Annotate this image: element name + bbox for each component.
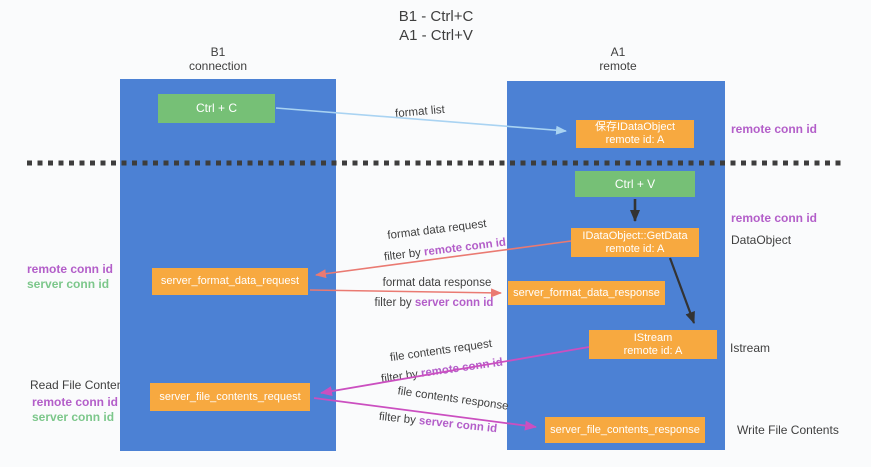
ctrl-c-label: Ctrl + C: [195, 101, 237, 115]
filter-by-text: filter by: [380, 367, 422, 386]
lane-a1-subtitle: remote: [599, 59, 637, 73]
title-line-2: A1 - Ctrl+V: [399, 27, 473, 44]
istream-line1: IStream: [633, 331, 673, 344]
lane-header-b1: B1 connection: [158, 45, 278, 73]
dataobject-label: DataObject: [731, 233, 792, 247]
diagram-title: B1 - Ctrl+C A1 - Ctrl+V: [316, 7, 556, 45]
filter-by-text: filter by: [378, 410, 420, 427]
read-file-contents-label: Read File Contents: [30, 378, 133, 392]
server-conn-id-label-left2: server conn id: [32, 410, 115, 424]
getdata-line2: remote id: A: [605, 242, 665, 255]
istream-box: IStream remote id: A: [589, 330, 717, 359]
server-format-data-response-box: server_format_data_response: [508, 281, 665, 305]
lane-b1-subtitle: connection: [188, 59, 248, 73]
remote-conn-id-label-left2: remote conn id: [32, 395, 119, 409]
filter-by-text: filter by: [374, 297, 415, 309]
istream-side-label: Istream: [730, 341, 771, 355]
server-conn-id-highlight: server conn id: [418, 415, 498, 436]
file-contents-response-annotation: file contents response: [396, 385, 510, 413]
format-data-request-annotation: format data request: [386, 217, 488, 243]
filter-by-text: filter by: [383, 246, 425, 264]
istream-line2: remote id: A: [623, 344, 683, 357]
ctrl-v-label: Ctrl + V: [614, 176, 656, 191]
remote-conn-id-label-left: remote conn id: [27, 262, 114, 276]
remote-conn-id-highlight: remote conn id: [423, 236, 507, 259]
server-conn-id-highlight: server conn id: [414, 297, 494, 309]
lane-header-a1: A1 remote: [558, 45, 678, 73]
write-file-contents-label: Write File Contents: [737, 423, 839, 437]
ctrl-v-box: Ctrl + V: [575, 171, 695, 197]
format-data-response-annotation: format data response: [382, 277, 492, 289]
conn-id-stack-mid: remote conn id server conn id: [27, 262, 113, 292]
server-file-contents-request-label: server_file_contents_request: [159, 390, 301, 403]
title-line-1: B1 - Ctrl+C: [398, 8, 474, 25]
server-format-data-request-label: server_format_data_request: [160, 275, 300, 287]
getdata-line1: IDataObject::GetData: [582, 229, 688, 242]
lane-b1-name: B1: [210, 45, 226, 59]
remote-conn-id-highlight: remote conn id: [420, 356, 504, 380]
format-data-response-arrow: [309, 288, 502, 298]
ctrl-c-box: Ctrl + C: [158, 94, 275, 123]
server-file-contents-response-box: server_file_contents_response: [545, 417, 705, 443]
filter-by-server-annotation-1: filter by server conn id: [375, 297, 494, 309]
save-idataobject-line2: remote id: A: [605, 134, 665, 146]
filter-by-server-annotation-2: filter by server conn id: [378, 411, 497, 435]
server-format-data-request-box: server_format_data_request: [152, 268, 308, 295]
remote-conn-id-label-mid: remote conn id: [731, 211, 818, 225]
save-idataobject-line1: 保存IDataObject: [594, 121, 676, 133]
server-conn-id-label-left: server conn id: [27, 277, 110, 291]
idataobject-getdata-box: IDataObject::GetData remote id: A: [571, 228, 699, 257]
server-file-contents-response-label: server_file_contents_response: [550, 423, 700, 436]
lane-a1-name: A1: [610, 45, 626, 59]
server-format-data-response-label: server_format_data_response: [513, 286, 660, 299]
server-file-contents-request-box: server_file_contents_request: [150, 383, 310, 411]
remote-conn-id-label-top: remote conn id: [731, 122, 818, 136]
filter-by-remote-annotation-1: filter by remote conn id: [383, 237, 506, 264]
save-idataobject-box: 保存IDataObject remote id: A: [576, 120, 694, 148]
conn-id-stack-bottom: remote conn id server conn id: [32, 395, 118, 425]
format-list-annotation: format list: [394, 103, 446, 121]
